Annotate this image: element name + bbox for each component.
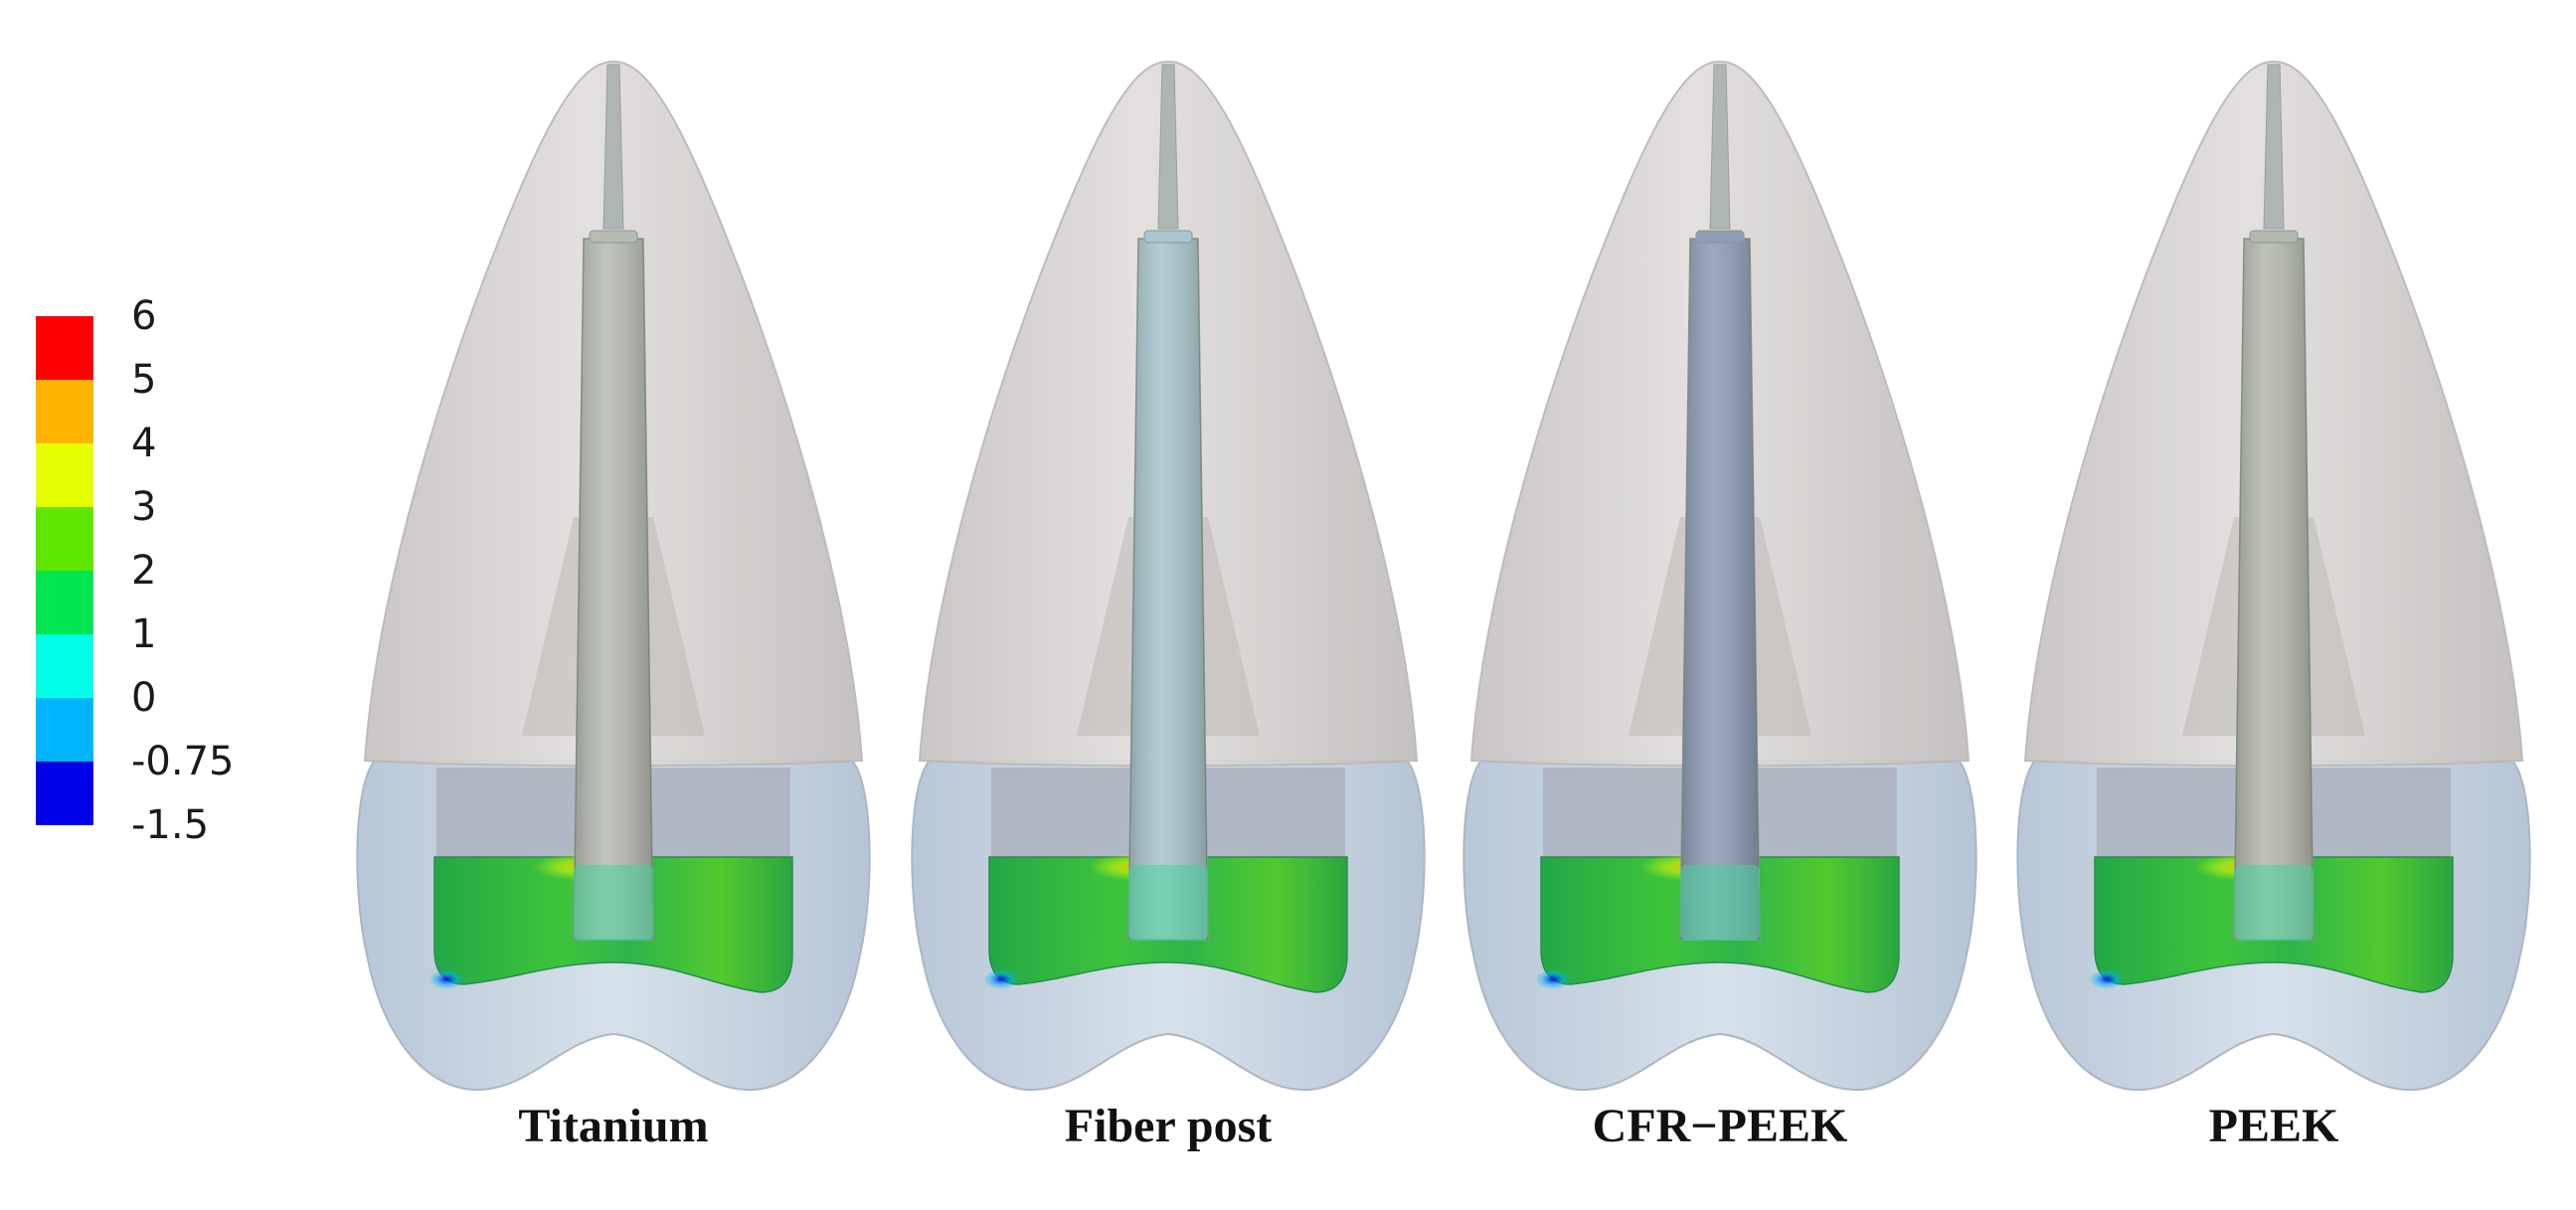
legend-tick-label: 5 — [131, 357, 157, 403]
stress-coldspot — [429, 969, 464, 989]
post-collar — [1695, 230, 1745, 244]
tooth-model: CFR−PEEK — [1462, 60, 1977, 1152]
post-collar — [1143, 230, 1193, 244]
legend-swatch — [36, 762, 93, 825]
legend-swatch — [36, 507, 93, 571]
stress-coldspot — [983, 969, 1019, 989]
post-base-stress — [1128, 865, 1208, 941]
post-tip — [1157, 64, 1179, 230]
legend-swatch — [36, 634, 93, 698]
legend-tick-label: 2 — [131, 548, 157, 594]
post-shading — [1680, 239, 1760, 940]
model-label: PEEK — [2209, 1100, 2339, 1152]
post-base-stress — [574, 865, 653, 941]
stress-coldspot — [1535, 969, 1571, 989]
legend-tick-label: 1 — [131, 611, 157, 657]
post-collar — [589, 230, 638, 244]
tooth-model: PEEK — [2016, 60, 2531, 1152]
model-label: CFR−PEEK — [1593, 1100, 1848, 1152]
post-shading — [1128, 239, 1208, 940]
post-shading — [574, 239, 653, 940]
legend-swatch — [36, 443, 93, 507]
stress-coldspot — [2089, 969, 2125, 989]
legend-swatch — [36, 380, 93, 443]
post-tip — [2263, 64, 2285, 230]
post-collar — [2249, 230, 2299, 244]
model-label: Fiber post — [1065, 1100, 1272, 1152]
post-base-stress — [1680, 865, 1760, 941]
legend-tick-label: 3 — [131, 484, 157, 530]
model-label: Titanium — [518, 1100, 708, 1152]
post-base-stress — [2234, 865, 2314, 941]
legend-tick-label: -0.75 — [131, 739, 235, 784]
legend-tick-label: 0 — [131, 675, 157, 721]
tooth-model: Fiber post — [911, 60, 1426, 1152]
legend-tick-label: 6 — [131, 293, 157, 339]
post-tip — [1709, 64, 1731, 230]
legend-swatch — [36, 698, 93, 762]
legend-swatch — [36, 316, 93, 380]
tooth-model: Titanium — [356, 60, 871, 1152]
legend-tick-label: 4 — [131, 421, 157, 466]
legend-tick-label: -1.5 — [131, 802, 210, 848]
color-scale-legend: 6 5 4 3 2 1 0 -0.75 -1.5 — [36, 296, 294, 848]
post-tip — [602, 64, 624, 230]
post-shading — [2234, 239, 2314, 940]
legend-swatch — [36, 571, 93, 634]
